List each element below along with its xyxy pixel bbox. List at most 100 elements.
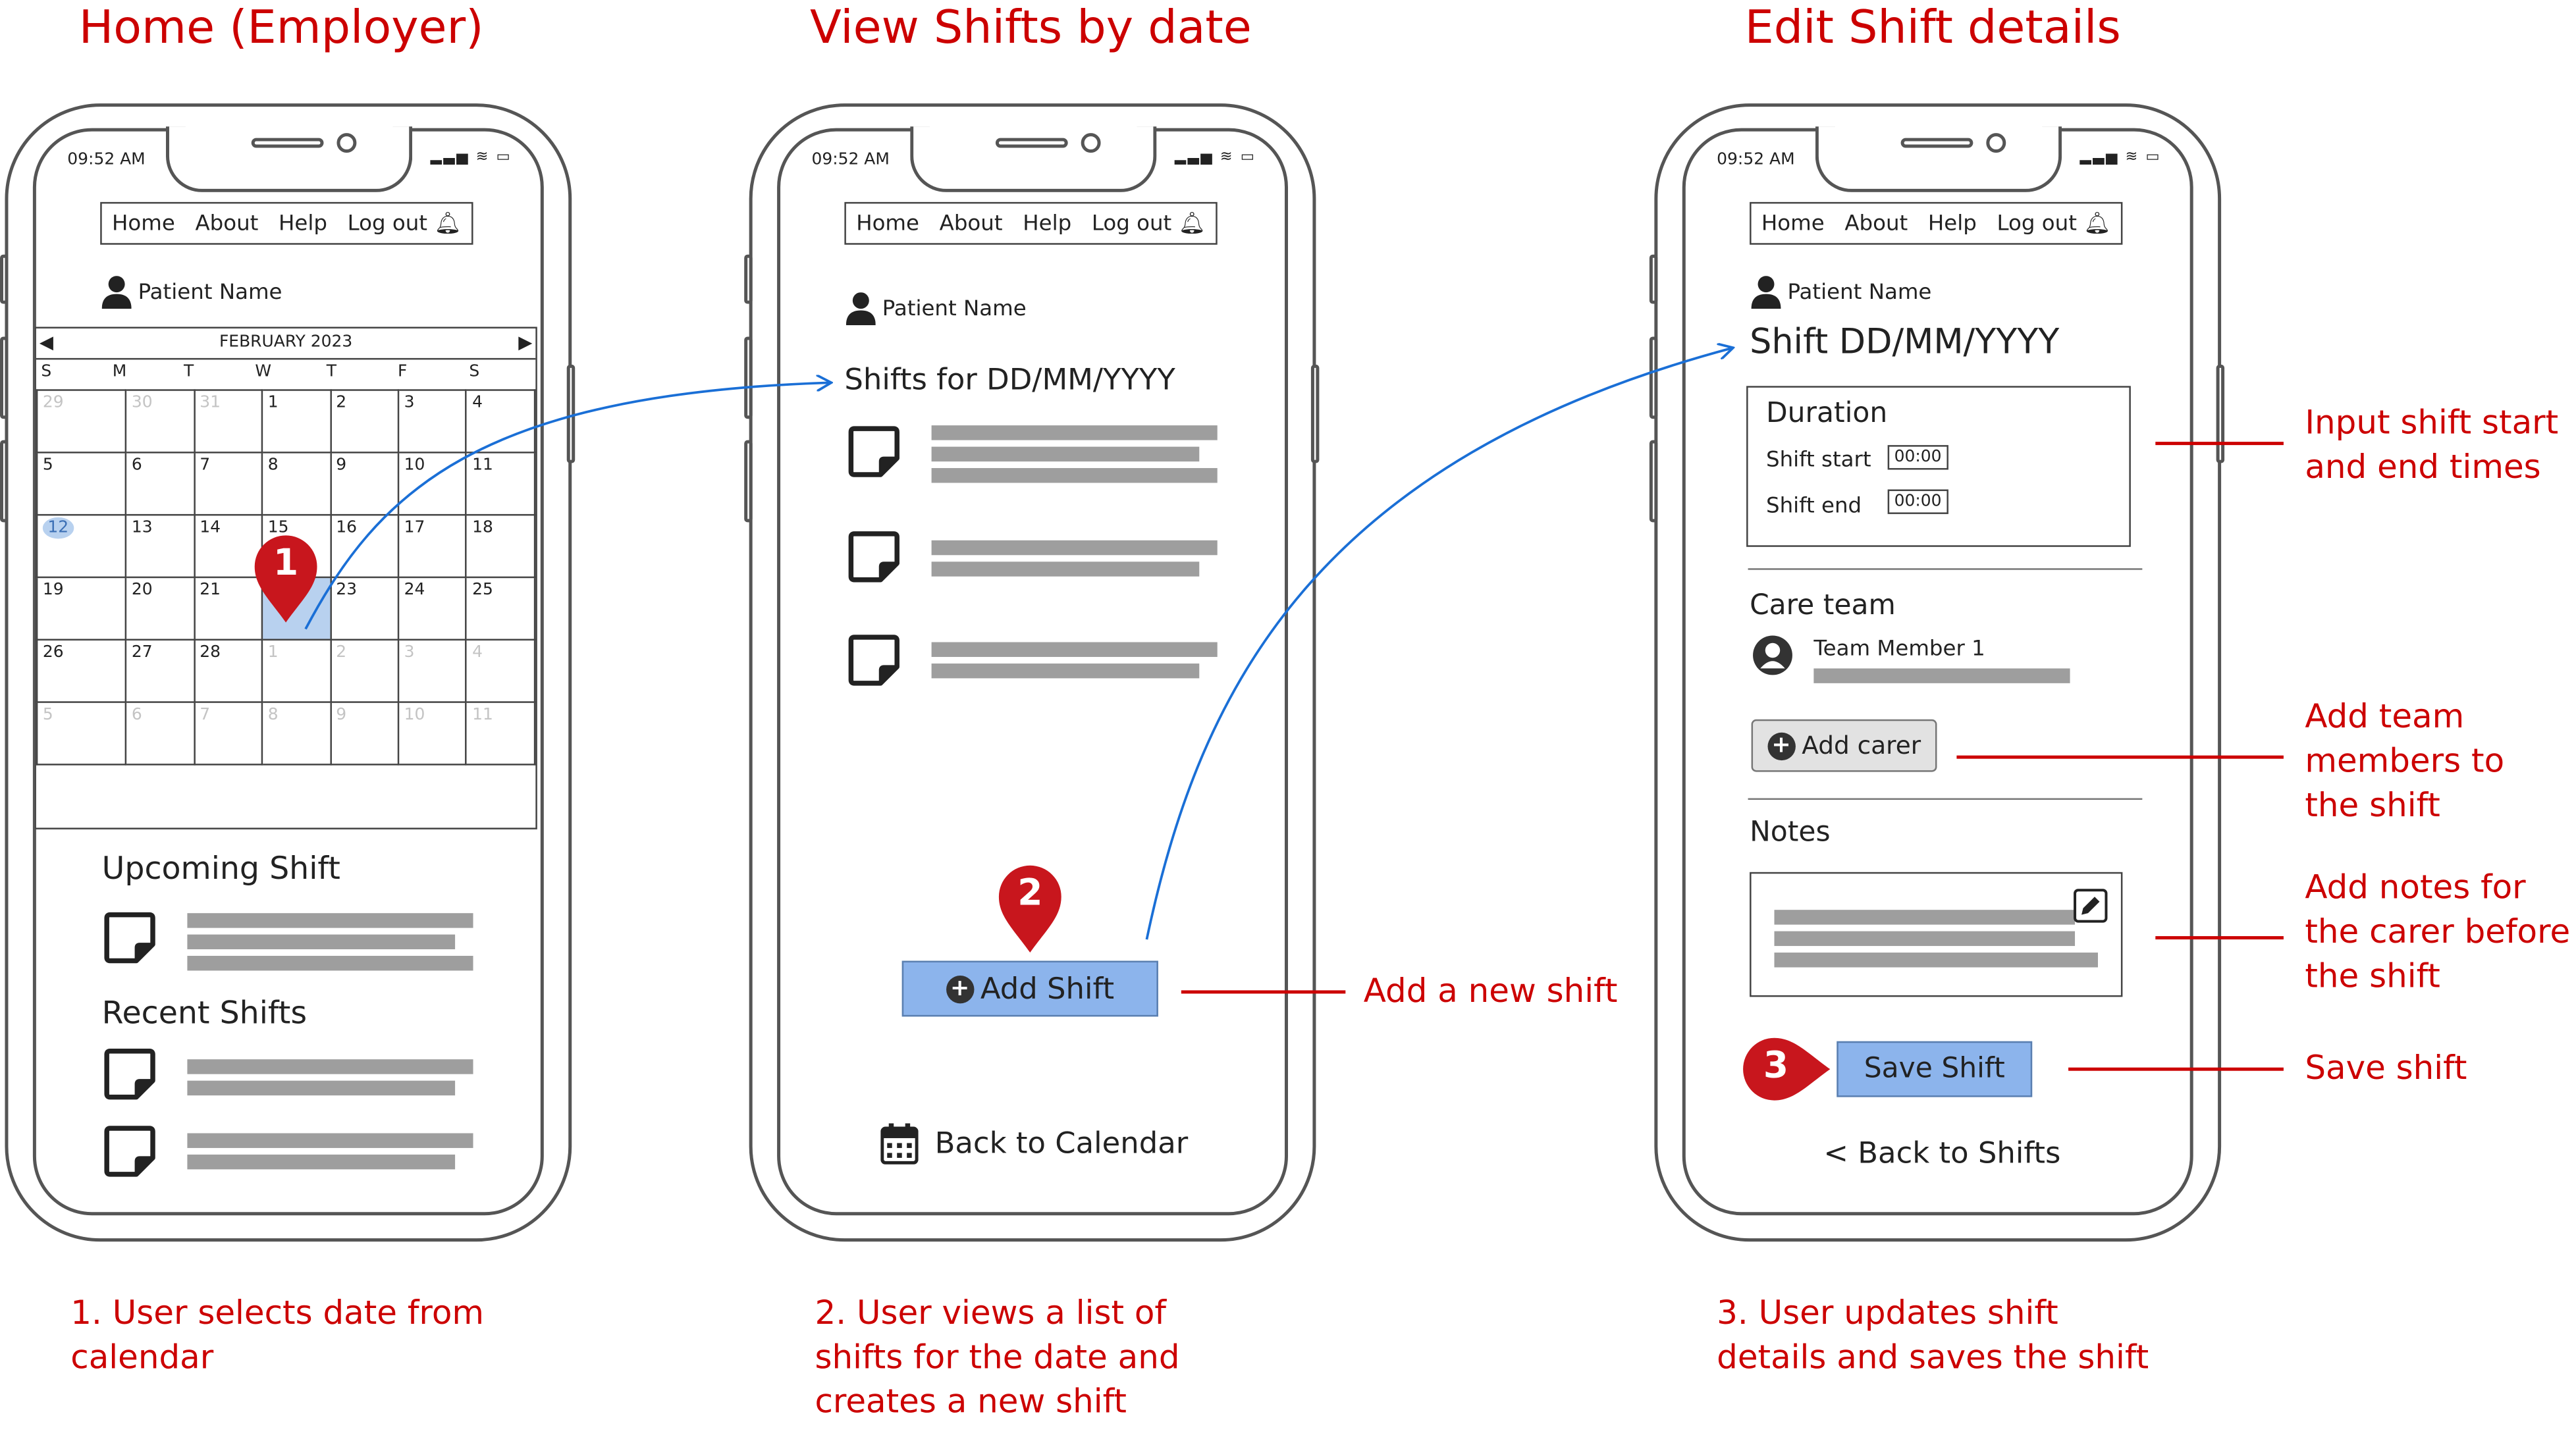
calendar-day[interactable]: 18 bbox=[466, 513, 536, 579]
calendar-day[interactable]: 7 bbox=[193, 701, 263, 766]
edit-icon[interactable] bbox=[2074, 889, 2108, 923]
calendar-day[interactable]: 5 bbox=[36, 452, 127, 516]
calendar-day[interactable]: 20 bbox=[124, 576, 195, 641]
nav-home[interactable]: Home bbox=[856, 211, 919, 236]
calendar-day[interactable]: 14 bbox=[193, 513, 263, 579]
back-to-calendar-link[interactable]: Back to Calendar bbox=[880, 1123, 1188, 1164]
calendar-day[interactable]: 30 bbox=[124, 389, 195, 454]
bell-icon[interactable]: 🔔︎ bbox=[434, 211, 462, 236]
placeholder-line bbox=[187, 934, 456, 950]
step-number: 2 bbox=[1017, 874, 1043, 915]
calendar-day[interactable]: 17 bbox=[397, 513, 468, 579]
back-to-shifts-link[interactable]: < Back to Shifts bbox=[1823, 1136, 2061, 1171]
calendar-day[interactable]: 6 bbox=[124, 701, 195, 766]
calendar-day[interactable]: 6 bbox=[124, 452, 195, 516]
nav-logout[interactable]: Log out 🔔︎ bbox=[1092, 211, 1206, 236]
placeholder-line bbox=[187, 1080, 456, 1096]
nav-logout[interactable]: Log out 🔔︎ bbox=[348, 211, 462, 236]
calendar-day-number: 3 bbox=[404, 644, 415, 662]
annotation-line-text: and end times bbox=[2305, 446, 2541, 486]
calendar-day-number: 13 bbox=[131, 519, 153, 537]
user-icon bbox=[101, 276, 132, 309]
caption-line: details and saves the shift bbox=[1717, 1336, 2149, 1376]
calendar-day[interactable]: 10 bbox=[397, 452, 468, 516]
calendar-day[interactable]: 9 bbox=[329, 701, 400, 766]
caption-step-3: 3. User updates shift details and saves … bbox=[1717, 1291, 2149, 1380]
calendar-day[interactable]: 23 bbox=[329, 576, 400, 641]
next-month-icon[interactable]: ▶ bbox=[518, 331, 533, 353]
calendar-day-number: 2 bbox=[336, 394, 347, 413]
calendar-day[interactable]: 27 bbox=[124, 639, 195, 703]
calendar-day[interactable]: 29 bbox=[36, 389, 127, 454]
notes-heading: Notes bbox=[1750, 816, 1831, 849]
calendar-day[interactable]: 13 bbox=[124, 513, 195, 579]
shift-end-input[interactable]: 00:00 bbox=[1887, 489, 1948, 514]
nav-logout-label: Log out bbox=[1997, 211, 2077, 236]
phone-side-button bbox=[744, 336, 753, 419]
calendar-day[interactable]: 11 bbox=[466, 701, 536, 766]
annotation-line-text: Add notes for bbox=[2305, 867, 2526, 907]
calendar-day-number: 7 bbox=[200, 706, 211, 725]
status-icons: ▂▃▅ ≋ ▭ bbox=[430, 149, 512, 166]
duration-heading: Duration bbox=[1766, 397, 1888, 431]
calendar-day-number: 30 bbox=[131, 394, 153, 413]
calendar-day[interactable]: 3 bbox=[397, 389, 468, 454]
calendar-day[interactable]: 4 bbox=[466, 389, 536, 454]
calendar-day[interactable]: 8 bbox=[261, 452, 331, 516]
nav-home[interactable]: Home bbox=[112, 211, 175, 236]
add-shift-button[interactable]: + Add Shift bbox=[901, 960, 1158, 1017]
nav-about[interactable]: About bbox=[1844, 211, 1908, 236]
nav-home[interactable]: Home bbox=[1761, 211, 1825, 236]
calendar-day[interactable]: 24 bbox=[397, 576, 468, 641]
calendar-day[interactable]: 2 bbox=[329, 389, 400, 454]
placeholder-line bbox=[187, 913, 473, 928]
save-shift-button[interactable]: Save Shift bbox=[1837, 1041, 2033, 1097]
calendar-day-number: 29 bbox=[42, 394, 64, 413]
calendar-day[interactable]: 1 bbox=[261, 639, 331, 703]
calendar-day[interactable]: 19 bbox=[36, 576, 127, 641]
calendar-day[interactable]: 16 bbox=[329, 513, 400, 579]
nav-help[interactable]: Help bbox=[279, 211, 327, 236]
calendar-day-number: 27 bbox=[131, 644, 153, 662]
user-icon bbox=[1751, 276, 1781, 309]
notes-input[interactable] bbox=[1750, 872, 2123, 997]
calendar-day[interactable]: 1 bbox=[261, 389, 331, 454]
shift-start-input[interactable]: 00:00 bbox=[1887, 445, 1948, 470]
calendar-day[interactable]: 11 bbox=[466, 452, 536, 516]
nav-about[interactable]: About bbox=[939, 211, 1003, 236]
placeholder-line bbox=[931, 562, 1200, 577]
calendar-day[interactable]: 7 bbox=[193, 452, 263, 516]
nav-help[interactable]: Help bbox=[1023, 211, 1072, 236]
calendar-day[interactable]: 9 bbox=[329, 452, 400, 516]
calendar-day[interactable]: 25 bbox=[466, 576, 536, 641]
calendar-day[interactable]: 28 bbox=[193, 639, 263, 703]
prev-month-icon[interactable]: ◀ bbox=[39, 331, 54, 353]
calendar-day[interactable]: 2 bbox=[329, 639, 400, 703]
bell-icon[interactable]: 🔔︎ bbox=[1178, 211, 1206, 236]
nav-help[interactable]: Help bbox=[1927, 211, 1977, 236]
calendar-day[interactable]: 10 bbox=[397, 701, 468, 766]
calendar-day-number: 5 bbox=[42, 456, 53, 475]
phone-side-button bbox=[1649, 336, 1658, 419]
nav-about[interactable]: About bbox=[195, 211, 259, 236]
calendar-day[interactable]: 31 bbox=[193, 389, 263, 454]
bell-icon[interactable]: 🔔︎ bbox=[2083, 211, 2111, 236]
calendar-day-number: 8 bbox=[267, 706, 279, 725]
calendar-day[interactable]: 3 bbox=[397, 639, 468, 703]
add-carer-button[interactable]: + Add carer bbox=[1751, 719, 1937, 772]
calendar-day[interactable]: 4 bbox=[466, 639, 536, 703]
placeholder-line bbox=[1774, 931, 2076, 947]
weekday-label: W bbox=[255, 363, 272, 381]
nav-logout[interactable]: Log out 🔔︎ bbox=[1997, 211, 2111, 236]
caption-line: 1. User selects date from bbox=[70, 1292, 484, 1332]
calendar-day[interactable]: 8 bbox=[261, 701, 331, 766]
patient-name-label: Patient Name bbox=[1787, 280, 1932, 305]
calendar-day[interactable]: 12 bbox=[36, 513, 127, 579]
calendar-day[interactable]: 5 bbox=[36, 701, 127, 766]
calendar-day[interactable]: 26 bbox=[36, 639, 127, 703]
patient-name-label: Patient Name bbox=[882, 296, 1027, 321]
phone-side-button bbox=[1649, 440, 1658, 523]
calendar-day-number: 11 bbox=[472, 706, 493, 725]
calendar-day[interactable]: 21 bbox=[193, 576, 263, 641]
